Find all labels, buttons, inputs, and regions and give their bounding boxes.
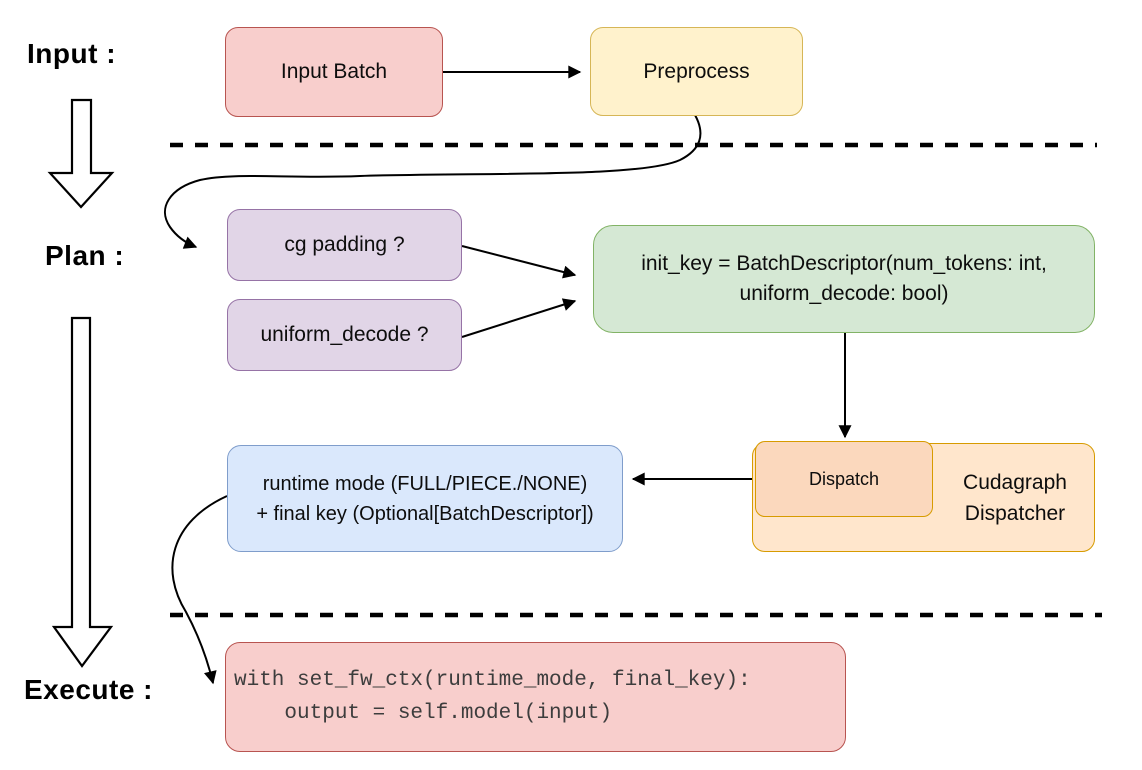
cudagraph-dispatcher-line2: Dispatcher bbox=[964, 501, 1066, 525]
stage-label-plan: Plan : bbox=[45, 240, 125, 271]
cg-padding-node: cg padding ? bbox=[227, 209, 462, 281]
stage-label-input: Input : bbox=[27, 38, 117, 69]
init-key-node: init_key = BatchDescriptor(num_tokens: i… bbox=[593, 225, 1095, 333]
stage-label-execute: Execute : bbox=[24, 674, 153, 705]
preprocess-node: Preprocess bbox=[590, 27, 803, 116]
plan-stage-down-arrow bbox=[51, 316, 114, 668]
init-key-line2: uniform_decode: bool) bbox=[739, 282, 949, 305]
runtime-mode-node: runtime mode (FULL/PIECE./NONE) + final … bbox=[227, 445, 623, 552]
runtime-mode-line2: + final key (Optional[BatchDescriptor]) bbox=[256, 502, 594, 525]
execute-code-line2: output = self.model(input) bbox=[234, 702, 613, 725]
input-stage-down-arrow bbox=[47, 98, 115, 209]
preprocess-label: Preprocess bbox=[643, 59, 750, 83]
cudagraph-dispatcher-line1: Cudagraph bbox=[963, 470, 1067, 494]
arrow-runtimemode-to-execute bbox=[171, 495, 228, 685]
uniform-decode-label: uniform_decode ? bbox=[260, 323, 429, 346]
dispatch-label: Dispatch bbox=[808, 469, 880, 489]
dispatch-node: Dispatch bbox=[755, 441, 933, 517]
init-key-line1: init_key = BatchDescriptor(num_tokens: i… bbox=[641, 252, 1047, 275]
cg-padding-label: cg padding ? bbox=[284, 233, 405, 256]
input-batch-label: Input Batch bbox=[280, 60, 388, 83]
input-batch-node: Input Batch bbox=[225, 27, 443, 117]
execute-code-node: with set_fw_ctx(runtime_mode, final_key)… bbox=[225, 642, 846, 752]
arrow-preprocess-to-cgpadding bbox=[164, 114, 702, 249]
arrow-cgpadding-to-initkey bbox=[461, 245, 577, 279]
runtime-mode-line1: runtime mode (FULL/PIECE./NONE) bbox=[262, 472, 588, 495]
execute-code-line1: with set_fw_ctx(runtime_mode, final_key)… bbox=[234, 669, 751, 692]
uniform-decode-node: uniform_decode ? bbox=[227, 299, 462, 371]
arrow-uniformdecode-to-initkey bbox=[461, 298, 577, 338]
